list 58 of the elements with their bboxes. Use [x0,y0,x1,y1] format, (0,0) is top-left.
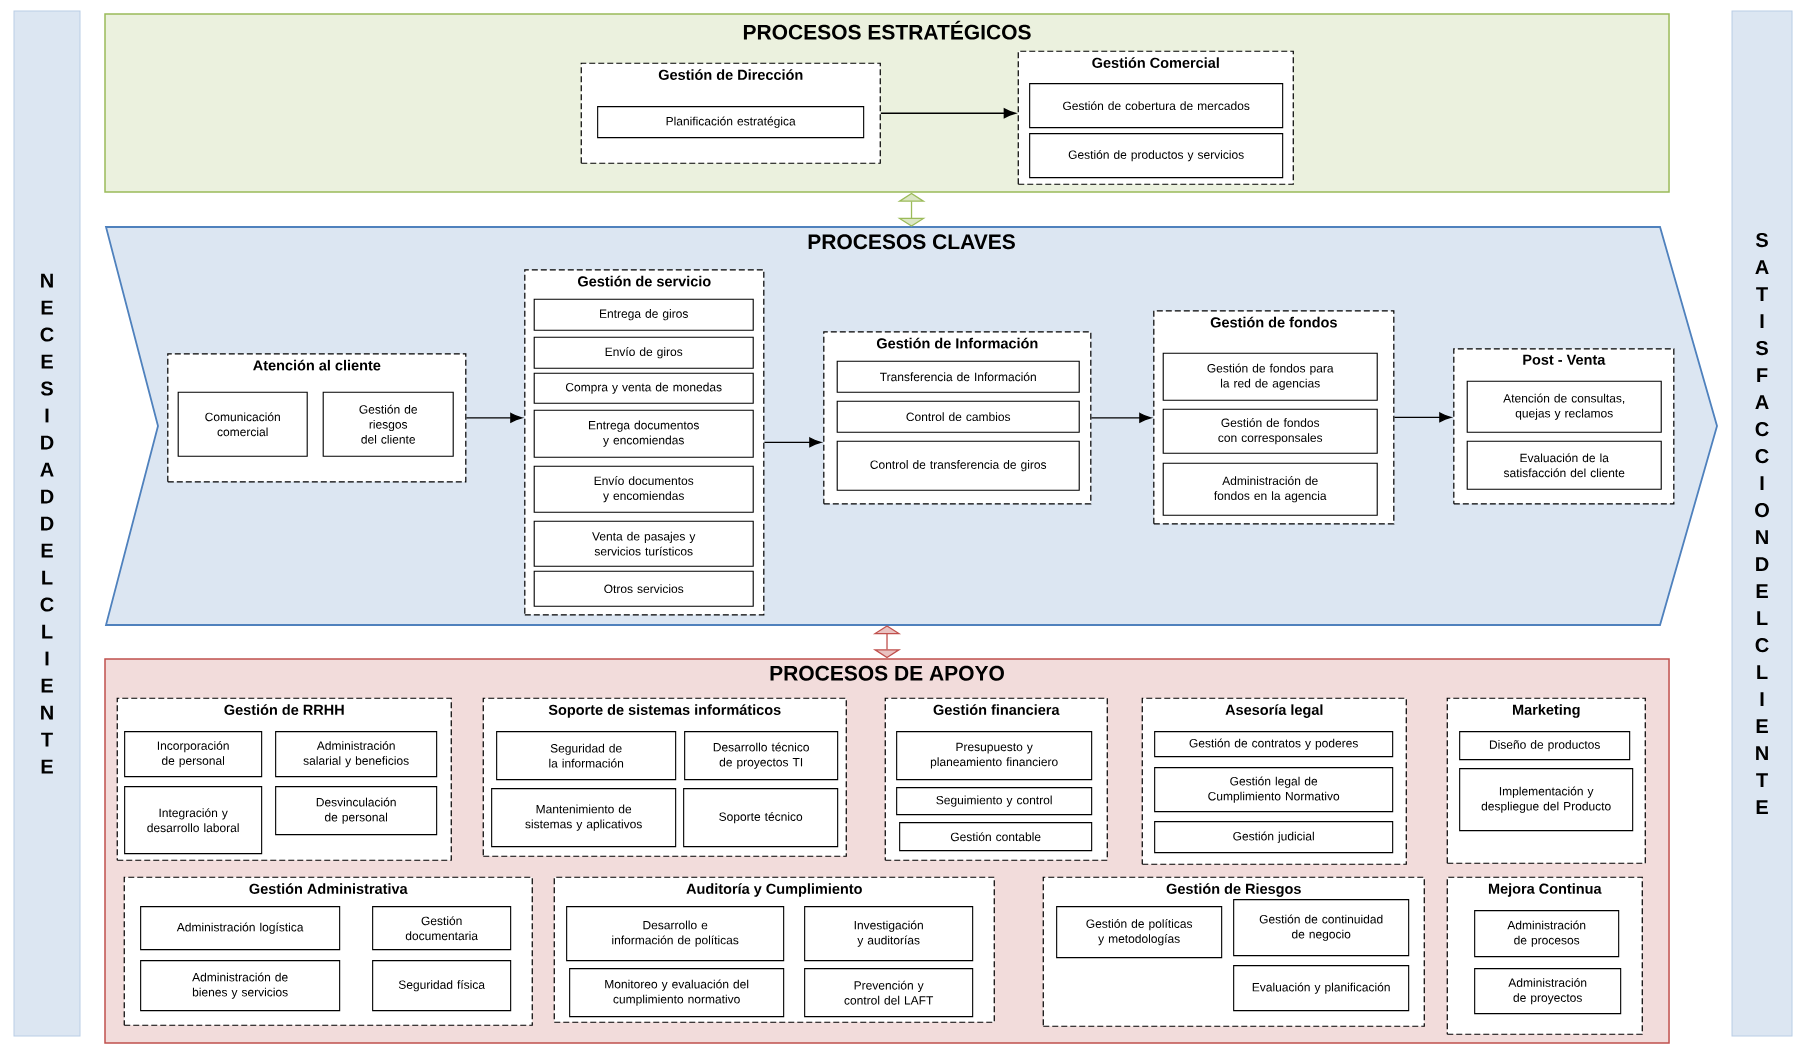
process-box: Gestión documentaria [372,906,512,951]
process-box: Comunicación comercial [177,391,308,457]
process-box: Gestión de productos y servicios [1029,133,1284,179]
process-box: Entrega de giros [533,298,754,331]
side-band: NECESIDAD DEL CLIENTE [13,10,81,1037]
arrow [880,108,1016,119]
process-box: Evaluación de la satisfacción del cliente [1466,440,1662,490]
process-box: Seguridad de la información [496,731,677,781]
arrow [1393,412,1452,423]
process-box: Otros servicios [533,570,754,607]
process-box: Envío de giros [533,336,754,369]
process-box: Soporte técnico [683,788,839,848]
process-box: Gestión legal de Cumplimiento Normativo [1154,767,1394,813]
process-box: Administración salarial y beneficios [275,731,438,778]
process-box: Venta de pasajes y servicios turísticos [533,520,754,567]
process-box: Desvinculación de personal [275,786,438,836]
process-box: Gestión de fondos para la red de agencias [1162,352,1378,401]
process-box: Prevención y control del LAFT [804,968,974,1018]
process-box: Incorporación de personal [124,731,263,778]
process-box: Gestión de riesgos del cliente [322,391,454,457]
side-band: SATISFACCION DEL CLIENTE [1731,10,1793,1037]
arrow [1090,412,1152,423]
process-box: Investigación y auditorías [804,906,974,962]
process-box: Administración de fondos en la agencia [1162,462,1378,516]
process-box: Control de cambios [836,400,1080,433]
process-box: Integración y desarrollo laboral [124,786,263,855]
process-box: Gestión de fondos con corresponsales [1162,408,1378,454]
arrow [763,437,822,448]
process-box: Presupuesto y planeamiento financiero [896,731,1093,781]
process-box: Gestión de cobertura de mercados [1029,83,1284,129]
arrow [897,192,926,227]
process-box: Gestión contable [899,822,1093,852]
process-box: Implementación y despliegue del Producto [1459,768,1634,832]
process-box: Control de transferencia de giros [836,440,1080,491]
process-box: Administración de procesos [1474,910,1620,958]
process-box: Envío documentos y encomiendas [533,465,754,513]
process-box: Administración de proyectos [1474,968,1622,1015]
process-box: Evaluación y planificación [1233,965,1410,1012]
process-box: Atención de consultas, quejas y reclamos [1466,380,1662,433]
process-box: Gestión de continuidad de negocio [1233,899,1410,957]
process-box: Administración logística [140,906,341,951]
arrow [465,412,523,423]
process-box: Planificación estratégica [597,106,865,139]
process-box: Compra y venta de monedas [533,372,754,404]
process-box: Gestión judicial [1154,821,1394,854]
process-box: Diseño de productos [1459,731,1631,761]
process-box: Seguimiento y control [896,787,1093,816]
process-box: Administración de bienes y servicios [140,960,341,1012]
process-box: Gestión de políticas y metodologías [1056,906,1223,959]
process-box: Mantenimiento de sistemas y aplicativos [491,788,677,848]
arrow [872,625,902,659]
process-box: Desarrollo técnico de proyectos TI [684,731,839,781]
process-box: Gestión de contratos y poderes [1154,731,1394,758]
process-box: Monitoreo y evaluación del cumplimiento normativo [569,968,785,1018]
process-box: Seguridad física [372,960,512,1012]
process-box: Transferencia de Información [836,360,1080,393]
process-box: Entrega documentos y encomiendas [533,409,754,458]
process-box: Desarrollo e información de políticas [566,906,785,962]
